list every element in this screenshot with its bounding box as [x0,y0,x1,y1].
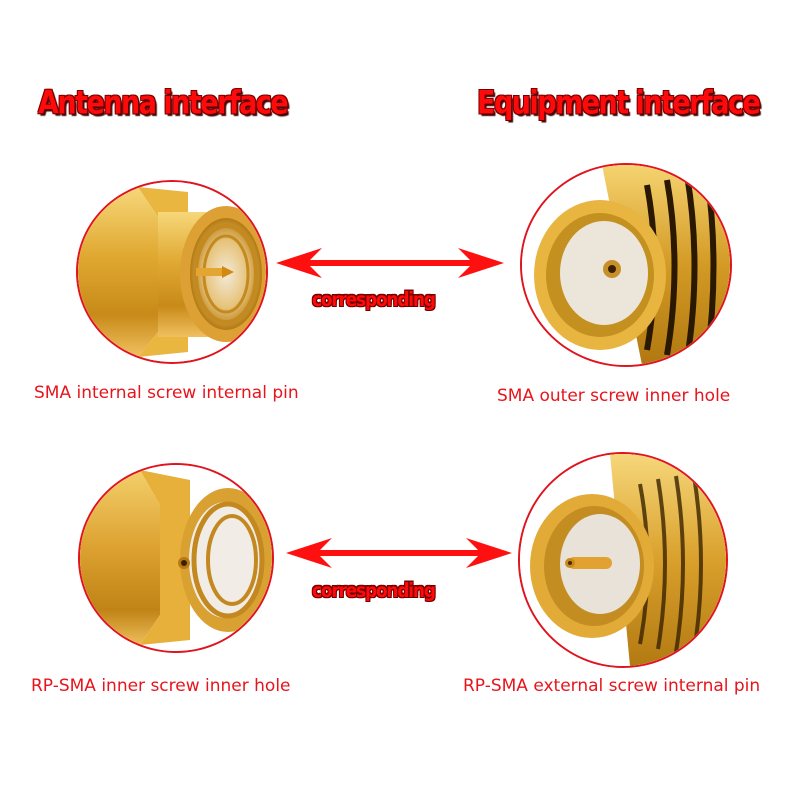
rp-sma-male-caption: RP-SMA inner screw inner hole [31,676,291,696]
bidirectional-arrow-icon [286,538,512,568]
rp-sma-female-connector-icon [520,454,726,666]
sma-female-connector-icon [522,165,730,365]
sma-male-caption: SMA internal screw internal pin [34,383,299,403]
rp-sma-male-connector-icon [80,465,272,651]
rp-sma-male-connector-image [78,463,274,653]
corresponding-label: corresponding [312,579,436,603]
sma-male-connector-image [76,180,268,364]
antenna-interface-heading: Antenna interface [38,85,289,122]
rp-sma-female-connector-image [518,452,728,668]
rp-sma-female-caption: RP-SMA external screw internal pin [463,676,761,696]
sma-male-connector-icon [78,182,266,362]
corresponding-label: corresponding [312,288,436,312]
sma-female-connector-image [520,163,732,367]
bidirectional-arrow-icon [276,248,504,278]
sma-female-caption: SMA outer screw inner hole [497,386,731,406]
equipment-interface-heading: Equipment interface [477,85,761,122]
